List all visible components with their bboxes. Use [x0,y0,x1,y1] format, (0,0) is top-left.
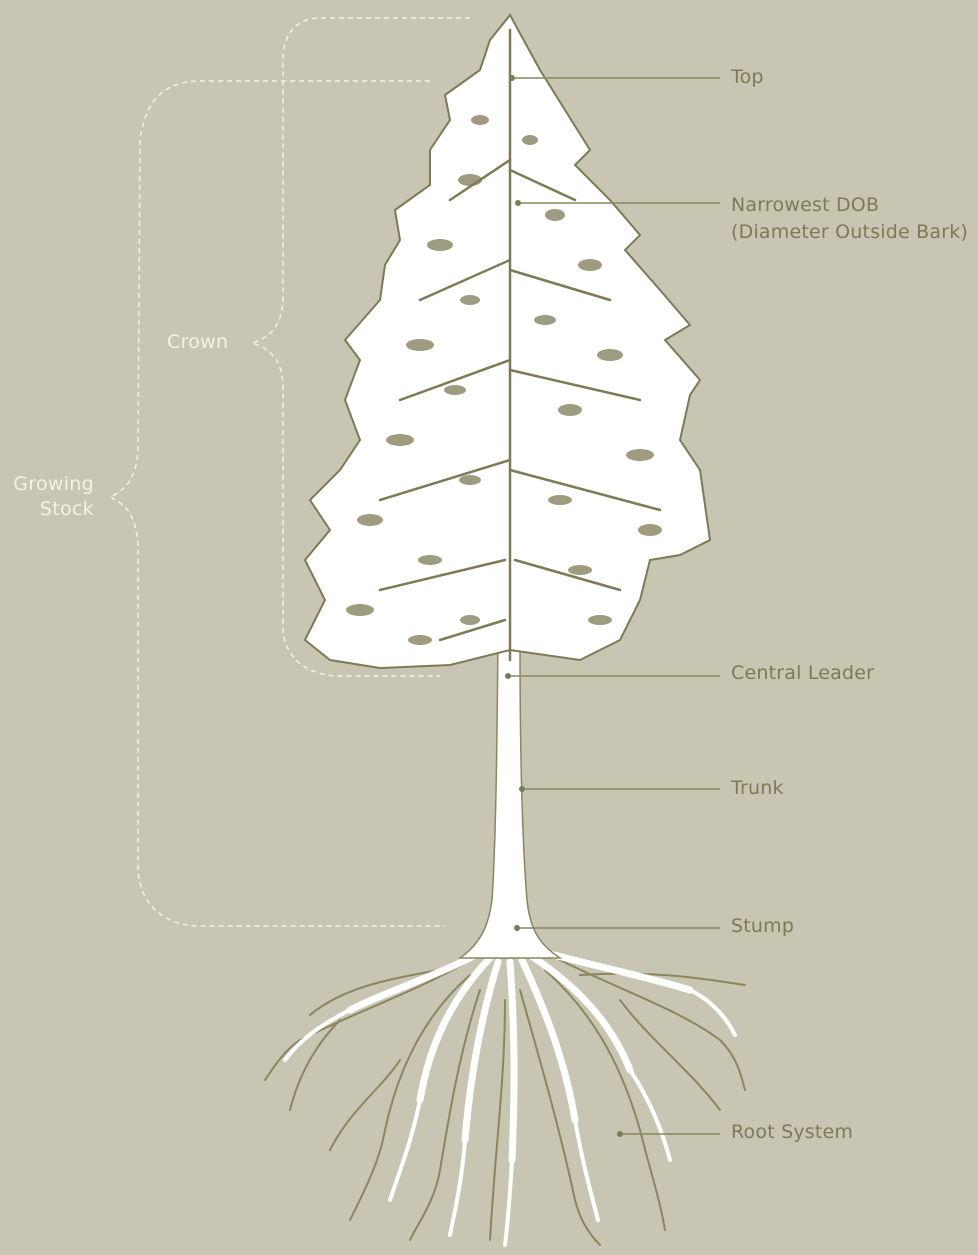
label-narrowest-dob-line2: (Diameter Outside Bark) [731,219,968,246]
label-stump: Stump [731,915,794,937]
label-growing-stock-line1: Growing [6,472,94,497]
label-trunk: Trunk [731,777,784,799]
label-narrowest-dob-line1: Narrowest DOB [731,192,968,219]
label-growing-stock-line2: Stock [6,497,94,522]
label-crown: Crown [167,331,228,353]
label-root-system: Root System [731,1121,853,1143]
label-central-leader: Central Leader [731,662,874,684]
root-system-graphic [265,950,745,1245]
label-top: Top [731,66,764,88]
label-narrowest-dob: Narrowest DOB (Diameter Outside Bark) [731,192,968,246]
label-growing-stock: Growing Stock [6,472,94,522]
crown-foliage-graphic [305,15,710,668]
trunk-graphic [460,640,560,958]
